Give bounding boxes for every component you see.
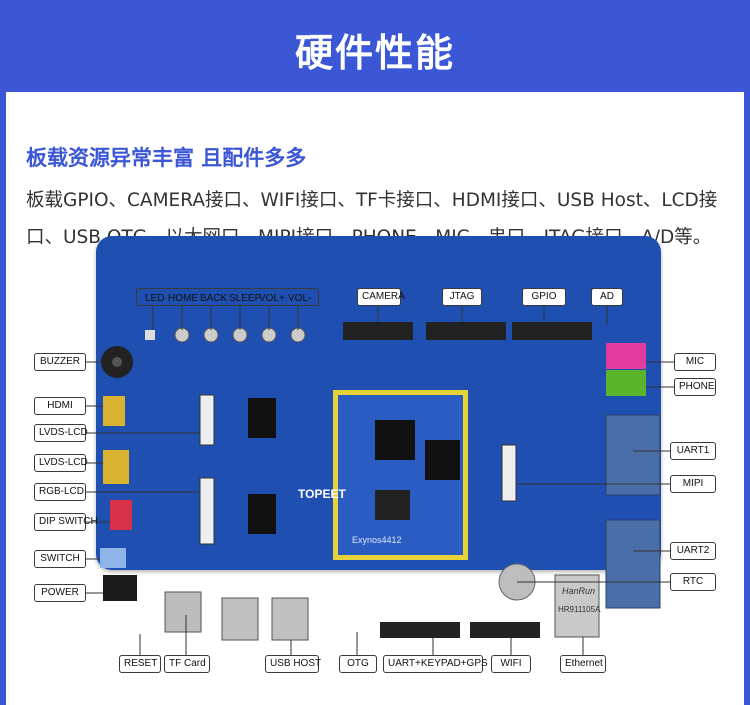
page-title: 硬件性能 <box>294 31 455 75</box>
label-back: BACK <box>200 293 228 304</box>
label-home: HOME <box>168 293 198 304</box>
label-usb-host: USB HOST <box>265 655 321 673</box>
label-phone: PHONE <box>674 378 716 396</box>
label-jtag: JTAG <box>442 288 482 306</box>
label-uart-keypad-gps: UART+KEYPAD+GPS <box>383 655 488 673</box>
label-dip-switch: DIP SWITCH <box>34 513 98 531</box>
label-uart1: UART1 <box>670 442 716 460</box>
section-subtitle: 板载资源异常丰富 且配件多多 <box>26 146 307 170</box>
label-power: POWER <box>34 584 86 602</box>
label-reset: RESET <box>119 655 161 673</box>
label-tf-card: TF Card <box>164 655 210 673</box>
label-rgb-lcd: RGB-LCD <box>34 483 86 501</box>
module-name: Exynos4412 <box>352 535 402 545</box>
ethernet-part: HR911105A <box>558 605 601 614</box>
label-wifi: WIFI <box>491 655 531 673</box>
label-ethernet: Ethernet <box>560 655 606 673</box>
label-buzzer: BUZZER <box>34 353 86 371</box>
label-mic: MIC <box>674 353 716 371</box>
label-vol-up: VOL+ <box>259 293 285 304</box>
top-button-group <box>136 288 319 306</box>
label-switch: SWITCH <box>34 550 86 568</box>
ethernet-brand: HanRun <box>562 586 596 596</box>
label-hdmi: HDMI <box>34 397 86 415</box>
label-lvds-lcd-1: LVDS-LCD <box>34 424 88 442</box>
label-camera: CAMERA <box>357 288 405 306</box>
label-lvds-lcd-2: LVDS-LCD <box>34 454 88 472</box>
label-mipi: MIPI <box>670 475 716 493</box>
header-bar: 硬件性能 <box>0 0 750 92</box>
board-brand: TOPEET <box>298 487 346 501</box>
label-rtc: RTC <box>670 573 716 591</box>
label-uart2: UART2 <box>670 542 716 560</box>
label-ad: AD <box>591 288 623 306</box>
label-gpio: GPIO <box>522 288 566 306</box>
dev-board-image <box>96 236 661 570</box>
label-otg: OTG <box>339 655 377 673</box>
label-led: LED <box>145 293 165 304</box>
label-vol-down: VOL- <box>288 293 312 304</box>
label-sleep: SLEEP <box>229 293 262 304</box>
